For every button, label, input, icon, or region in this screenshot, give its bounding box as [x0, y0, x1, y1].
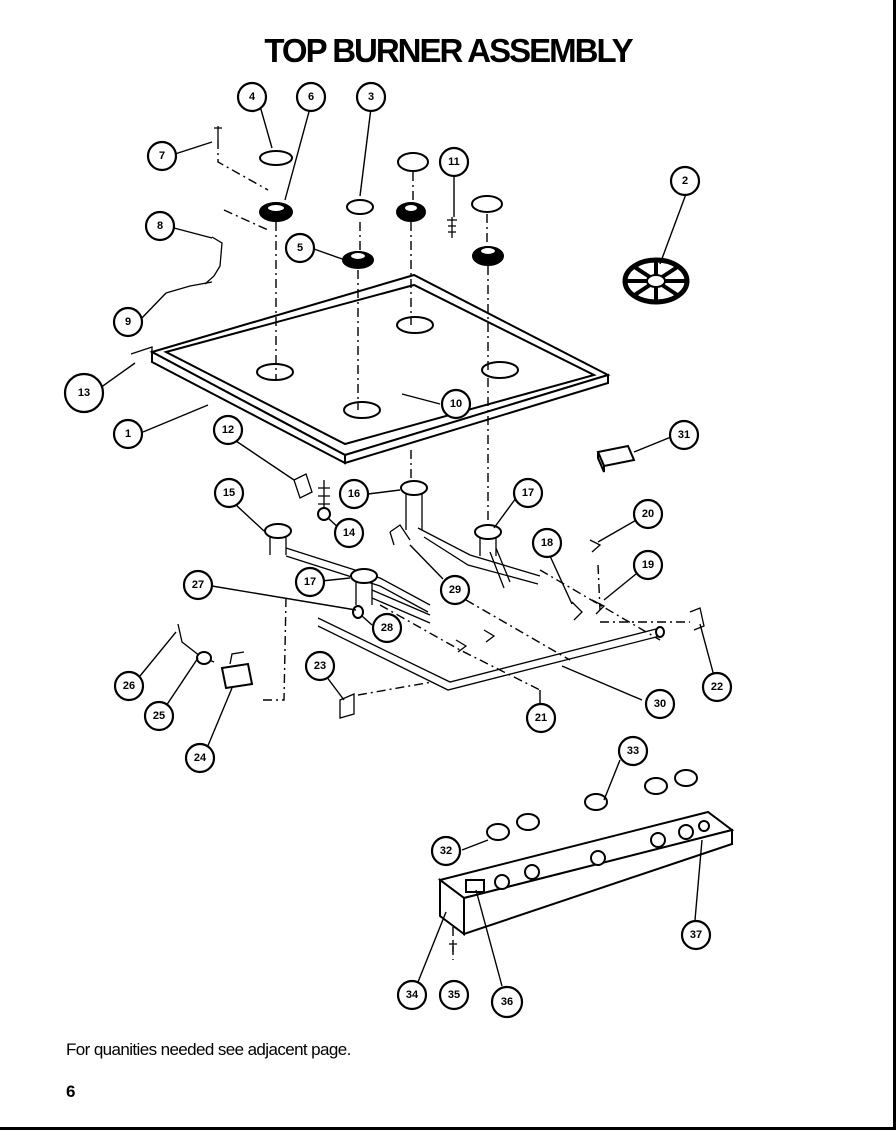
burner-grate: [622, 257, 690, 305]
svg-text:27: 27: [192, 579, 204, 591]
callout-26: 26: [113, 670, 145, 702]
svg-text:12: 12: [222, 424, 234, 436]
svg-text:13: 13: [78, 387, 90, 399]
svg-text:5: 5: [297, 242, 303, 254]
callout-33: 33: [617, 735, 649, 767]
callout-4: 4: [236, 81, 268, 113]
callout-16: 16: [338, 478, 370, 510]
svg-text:34: 34: [406, 989, 419, 1001]
cooktop-top: [130, 273, 611, 465]
callout-1: 1: [112, 418, 144, 450]
svg-text:15: 15: [223, 487, 235, 499]
page-title: TOP BURNER ASSEMBLY: [264, 32, 633, 69]
svg-text:22: 22: [711, 681, 723, 693]
burner-caps: [165, 126, 504, 294]
svg-text:9: 9: [125, 316, 131, 328]
callout-35: 35: [438, 979, 470, 1011]
svg-text:16: 16: [348, 488, 360, 500]
burner-tubes: [264, 473, 705, 719]
valve-assembly: [177, 623, 254, 690]
callout-21: 21: [525, 702, 557, 734]
callout-29: 29: [439, 574, 471, 606]
callout-36: 36: [490, 985, 524, 1019]
svg-text:26: 26: [123, 680, 135, 692]
callout-25: 25: [143, 700, 175, 732]
svg-text:20: 20: [642, 508, 654, 520]
svg-text:17: 17: [304, 576, 316, 588]
svg-text:25: 25: [153, 710, 165, 722]
page-number: 6: [66, 1082, 76, 1101]
svg-text:28: 28: [381, 622, 393, 634]
control-panel-housing: [437, 769, 735, 952]
svg-text:11: 11: [448, 156, 460, 168]
spark-module: [596, 444, 636, 473]
callout-9: 9: [112, 306, 144, 338]
svg-text:31: 31: [678, 429, 690, 441]
svg-text:35: 35: [448, 989, 460, 1001]
callout-11: 11: [438, 146, 470, 178]
svg-text:36: 36: [501, 996, 513, 1008]
callout-12: 12: [212, 414, 244, 446]
callout-14: 14: [333, 517, 365, 549]
svg-text:23: 23: [314, 660, 326, 672]
callout-17b: 17: [294, 566, 326, 598]
callout-10: 10: [440, 388, 472, 420]
callout-23: 23: [304, 650, 336, 682]
svg-text:19: 19: [642, 559, 654, 571]
callout-27: 27: [182, 569, 214, 601]
callout-30: 30: [644, 688, 676, 720]
svg-text:30: 30: [654, 698, 666, 710]
callout-7: 7: [146, 140, 178, 172]
callout-2: 2: [669, 165, 701, 197]
svg-text:14: 14: [343, 527, 356, 539]
callout-17a: 17: [512, 477, 544, 509]
svg-text:3: 3: [368, 91, 374, 103]
svg-text:8: 8: [157, 220, 163, 232]
svg-text:21: 21: [535, 712, 547, 724]
svg-text:29: 29: [449, 584, 461, 596]
callout-24: 24: [184, 742, 216, 774]
svg-text:24: 24: [194, 752, 207, 764]
callout-6: 6: [295, 81, 327, 113]
svg-text:7: 7: [159, 150, 165, 162]
leader-lines: [99, 105, 715, 987]
callout-28: 28: [371, 612, 403, 644]
quantities-note: For quanities needed see adjacent page.: [66, 1040, 351, 1059]
svg-text:10: 10: [450, 398, 462, 410]
callout-5: 5: [284, 232, 316, 264]
callout-32: 32: [430, 835, 462, 867]
svg-text:2: 2: [682, 175, 688, 187]
callout-31: 31: [668, 419, 700, 451]
svg-text:17: 17: [522, 487, 534, 499]
svg-text:1: 1: [125, 428, 131, 440]
callout-3: 3: [355, 81, 387, 113]
svg-text:37: 37: [690, 929, 702, 941]
callout-19: 19: [632, 549, 664, 581]
callout-13: 13: [63, 372, 105, 414]
callout-8: 8: [144, 210, 176, 242]
callout-22: 22: [701, 671, 733, 703]
callout-34: 34: [396, 979, 428, 1011]
alignment-lines: [217, 140, 690, 960]
callout-15: 15: [213, 477, 245, 509]
svg-text:32: 32: [440, 845, 452, 857]
svg-text:4: 4: [249, 91, 256, 103]
callout-18: 18: [531, 527, 563, 559]
callout-37: 37: [680, 919, 712, 951]
svg-text:18: 18: [541, 537, 553, 549]
svg-text:6: 6: [308, 91, 314, 103]
svg-text:33: 33: [627, 745, 639, 757]
callout-20: 20: [632, 498, 664, 530]
